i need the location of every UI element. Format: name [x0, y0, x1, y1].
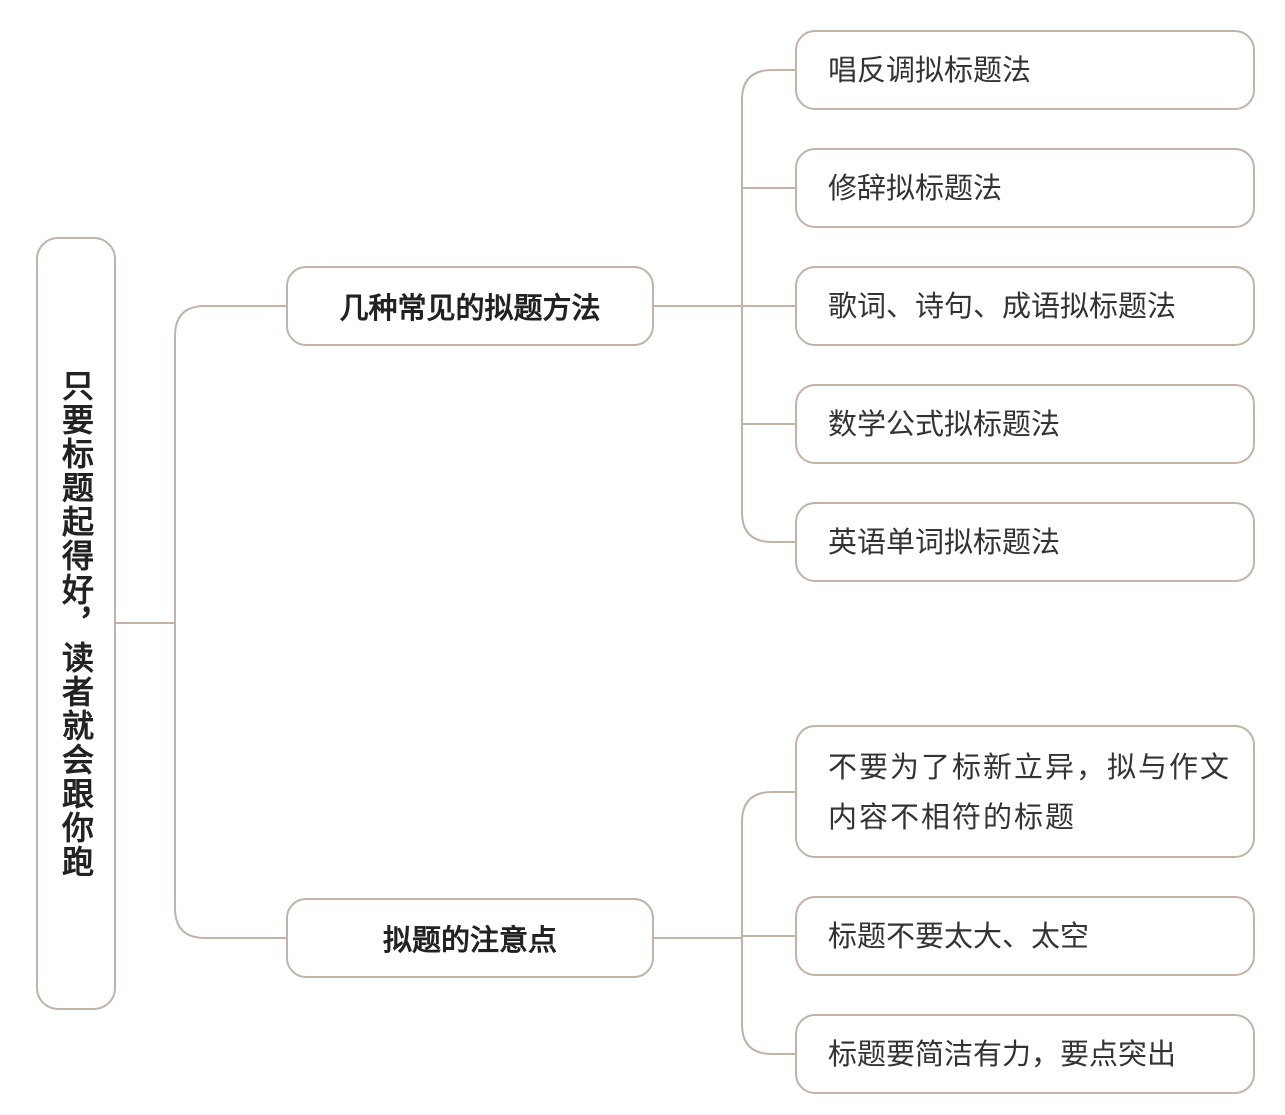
branch-node-methods: 几种常见的拟题方法: [286, 266, 654, 346]
leaf-node: 歌词、诗句、成语拟标题法: [795, 266, 1255, 346]
leaf-node: 标题不要太大、太空: [795, 896, 1255, 976]
leaf-node: 不要为了标新立异，拟与作文内容不相符的标题: [795, 725, 1255, 858]
leaf-node: 唱反调拟标题法: [795, 30, 1255, 110]
leaf-node: 修辞拟标题法: [795, 148, 1255, 228]
branch1-leaf-connector: [741, 69, 795, 543]
leaf-node: 标题要简洁有力，要点突出: [795, 1014, 1255, 1094]
root-node: 只要标题起得好，读者就会跟你跑: [36, 237, 116, 1010]
leaf-node: 英语单词拟标题法: [795, 502, 1255, 582]
branch-node-notes: 拟题的注意点: [286, 898, 654, 978]
leaf-node: 数学公式拟标题法: [795, 384, 1255, 464]
branch2-leaf-connector: [741, 791, 795, 1055]
root-branch-connector: [174, 305, 286, 939]
root-label: 只要标题起得好，读者就会跟你跑: [57, 368, 95, 879]
